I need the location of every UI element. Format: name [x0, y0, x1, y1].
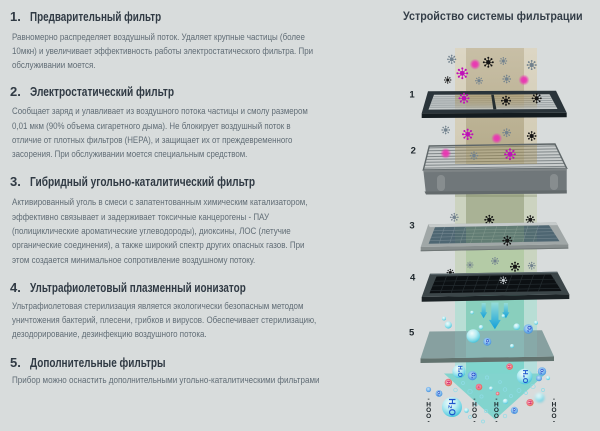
svg-text:O₂: O₂ [512, 408, 517, 413]
svg-text:-HOO-: -HOO- [472, 396, 477, 425]
svg-text:H: H [446, 381, 451, 384]
svg-text:O₂: O₂ [469, 373, 475, 379]
svg-text:-HOO-: -HOO- [494, 396, 499, 425]
svg-text:O₂: O₂ [540, 369, 545, 375]
svg-text:2: 2 [411, 146, 416, 157]
svg-text:4: 4 [410, 273, 416, 284]
svg-text:H: H [528, 401, 533, 404]
svg-text:O₂: O₂ [485, 339, 490, 345]
svg-text:O₂: O₂ [525, 326, 531, 332]
svg-text:-HOO-: -HOO- [551, 396, 556, 425]
svg-text:-HOO-: -HOO- [426, 396, 431, 425]
svg-text:H: H [507, 365, 512, 368]
svg-text:5: 5 [409, 328, 415, 339]
svg-text:H₂O: H₂O [447, 398, 457, 416]
svg-text:1: 1 [409, 90, 415, 101]
svg-text:H: H [477, 386, 482, 389]
svg-text:O₂: O₂ [437, 391, 442, 396]
svg-text:H₂O: H₂O [456, 366, 462, 378]
svg-text:3: 3 [409, 221, 414, 232]
svg-text:H₂O: H₂O [521, 370, 528, 384]
